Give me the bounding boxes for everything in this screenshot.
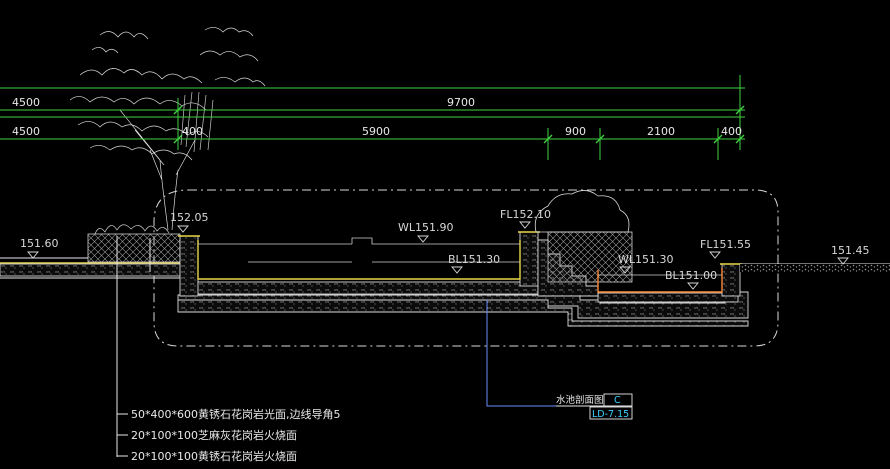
level-labels: 151.60 152.05 WL151.90 FL152.10 BL151.30… xyxy=(20,208,870,282)
detail-boundary xyxy=(153,189,779,347)
note-1: 50*400*600黄锈石花岗岩光面,边线导角5 xyxy=(131,407,340,421)
level-water-2: WL151.30 xyxy=(618,253,674,266)
level-fl-right: FL151.55 xyxy=(700,238,751,251)
dimension-labels: 4500 9700 4500 400 5900 900 2100 400 xyxy=(12,96,742,138)
title-drawing-no: LD-7.15 xyxy=(592,409,629,420)
level-water-1: WL151.90 xyxy=(398,221,454,234)
right-ground xyxy=(740,263,890,272)
level-left-grade: 151.60 xyxy=(20,237,59,250)
level-wall-top: 152.05 xyxy=(170,211,209,224)
note-leaders xyxy=(116,236,556,457)
title-block: 水池剖面图 C LD-7.15 xyxy=(556,393,633,420)
tree-illustration xyxy=(69,27,266,231)
water-lines xyxy=(198,237,722,276)
level-right-grade: 151.45 xyxy=(831,244,870,257)
dim-row2-main: 5900 xyxy=(362,125,390,138)
level-bottom-1: BL151.30 xyxy=(448,253,500,266)
pool-structure xyxy=(177,231,749,327)
level-markers xyxy=(27,221,849,290)
dim-row2-small: 400 xyxy=(182,125,203,138)
dim-row1-total: 9700 xyxy=(447,96,475,109)
dim-row2-900: 900 xyxy=(565,125,586,138)
note-texts: 50*400*600黄锈石花岗岩光面,边线导角5 20*100*100芝麻灰花岗… xyxy=(131,407,340,463)
level-bottom-2: BL151.00 xyxy=(665,269,717,282)
dim-row2-400: 400 xyxy=(721,125,742,138)
note-3: 20*100*100黄锈石花岗岩火烧面 xyxy=(131,449,297,463)
dim-row2-2100: 2100 xyxy=(647,125,675,138)
title-code: C xyxy=(614,395,621,406)
note-2: 20*100*100芝麻灰花岗岩火烧面 xyxy=(131,428,297,442)
title-text: 水池剖面图 xyxy=(556,394,604,406)
shrub-illustration xyxy=(534,190,630,233)
level-fl-mid: FL152.10 xyxy=(500,208,551,221)
dimension-lines xyxy=(0,75,745,160)
dim-row2-left: 4500 xyxy=(12,125,40,138)
dim-row1-left: 4500 xyxy=(12,96,40,109)
left-ground xyxy=(0,224,181,279)
